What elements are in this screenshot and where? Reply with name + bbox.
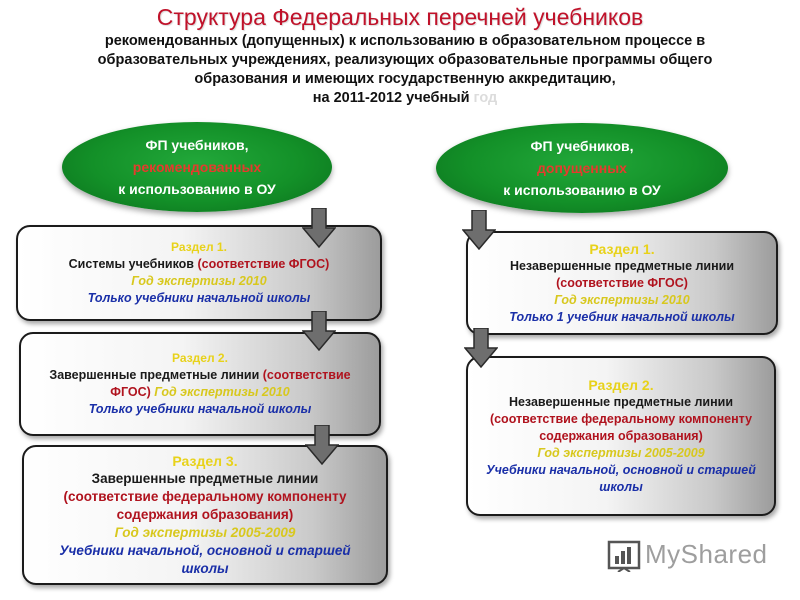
myshared-logo-text: MyShared xyxy=(645,539,768,569)
left-section-2-label: Раздел 2. xyxy=(172,351,228,365)
arrow-down-icon xyxy=(305,425,339,465)
subtitle-year: на 2011-2012 учебный xyxy=(312,90,470,106)
left-section-2-title-text: Завершенные предметные линии xyxy=(49,368,260,382)
arrow-down-icon xyxy=(302,311,336,351)
left-section-2-title: Завершенные предметные линии (соответств… xyxy=(31,367,369,401)
left-section-1-label: Раздел 1. xyxy=(171,240,227,254)
oval-recommended-line-3: к использованию в ОУ xyxy=(118,181,276,197)
right-section-1-title-red: (соответствие ФГОС) xyxy=(556,275,688,290)
myshared-logo-icon xyxy=(607,540,641,572)
right-section-1-note: Только 1 учебник начальной школы xyxy=(509,309,735,324)
subtitle-line-4: на 2011-2012 учебный год xyxy=(60,89,750,108)
oval-allowed: ФП учебников, допущенных к использованию… xyxy=(436,123,728,213)
left-section-1-title: Системы учебников (соответствие ФГОС) xyxy=(28,256,370,273)
subtitle-line-2: образовательных учреждениях, реализующих… xyxy=(97,52,713,68)
arrow-down-icon xyxy=(462,210,496,250)
left-section-2: Раздел 2. Завершенные предметные линии (… xyxy=(19,332,381,436)
oval-allowed-line-3: к использованию в ОУ xyxy=(503,182,661,198)
right-section-2-label: Раздел 2. xyxy=(588,376,654,393)
left-section-3-note: Учебники начальной, основной и старшей ш… xyxy=(59,543,351,576)
left-section-2-title-red: (соответствие ФГОС) xyxy=(110,368,351,399)
left-section-1-title-text: Системы учебников xyxy=(68,257,194,271)
left-section-1-year: Год экспертизы 2010 xyxy=(131,274,267,288)
page-title: Структура Федеральных перечней учебников xyxy=(156,4,644,30)
right-section-2-note: Учебники начальной, основной и старшей ш… xyxy=(486,462,756,494)
right-section-1: Раздел 1. Незавершенные предметные линии… xyxy=(466,231,778,335)
left-section-3-label: Раздел 3. xyxy=(172,453,238,469)
left-section-1-note: Только учебники начальной школы xyxy=(87,291,311,305)
subtitle-year-suffix: год xyxy=(473,90,498,106)
arrow-down-icon xyxy=(464,328,498,368)
subtitle: рекомендованных (допущенных) к использов… xyxy=(60,32,750,108)
right-section-2: Раздел 2. Незавершенные предметные линии… xyxy=(466,356,776,516)
right-section-1-year: Год экспертизы 2010 xyxy=(554,292,690,307)
left-section-2-year: Год экспертизы 2010 xyxy=(154,385,290,399)
arrow-down-icon xyxy=(302,208,336,248)
left-section-2-note: Только учебники начальной школы xyxy=(88,402,312,416)
oval-allowed-line-1: ФП учебников, xyxy=(530,138,634,154)
right-section-1-label: Раздел 1. xyxy=(589,240,655,257)
oval-recommended: ФП учебников, рекомендованных к использо… xyxy=(62,122,332,212)
right-section-2-title-red: (соответствие федеральному компоненту со… xyxy=(489,411,753,443)
oval-recommended-line-2: рекомендованных xyxy=(132,159,262,175)
right-section-2-title: Незавершенные предметные линии xyxy=(508,394,734,409)
oval-allowed-line-2: допущенных xyxy=(537,160,627,176)
left-section-3-title-red: (соответствие федеральному компоненту со… xyxy=(63,489,347,522)
subtitle-line-1: рекомендованных (допущенных) к использов… xyxy=(104,33,706,49)
right-section-1-title: Незавершенные предметные линии xyxy=(509,258,735,273)
left-section-1-title-red: (соответствие ФГОС) xyxy=(197,257,330,271)
subtitle-line-3: образования и имеющих государственную ак… xyxy=(194,71,616,87)
left-section-3-title: Завершенные предметные линии xyxy=(91,471,319,486)
left-section-3-year: Год экспертизы 2005-2009 xyxy=(114,525,296,540)
right-section-2-year: Год экспертизы 2005-2009 xyxy=(537,445,705,460)
left-section-3: Раздел 3. Завершенные предметные линии (… xyxy=(22,445,388,585)
oval-recommended-line-1: ФП учебников, xyxy=(145,137,249,153)
